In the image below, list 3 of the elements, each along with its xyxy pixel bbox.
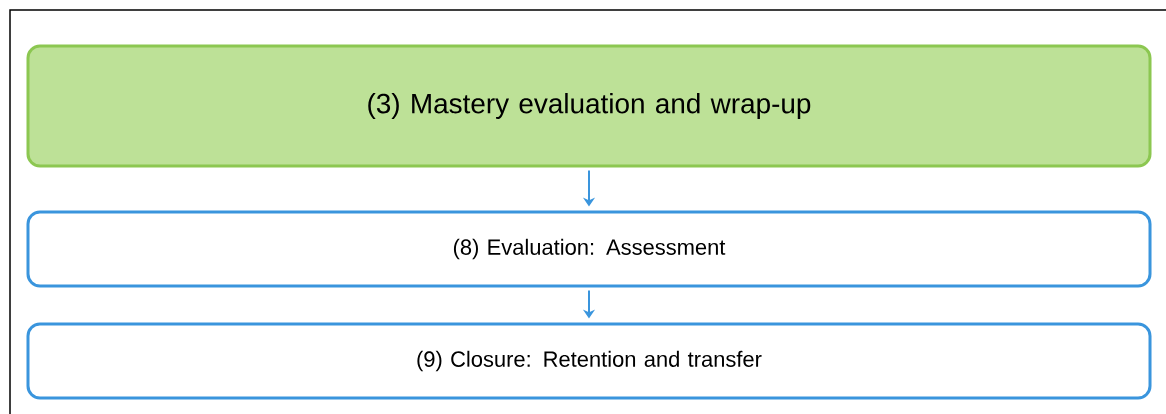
step-box: (8) Evaluation: Assessment [26,210,1152,288]
step-box: (9) Closure: Retention and transfer [26,322,1152,400]
stage-box: (3) Mastery evaluation and wrap-up [26,44,1152,168]
